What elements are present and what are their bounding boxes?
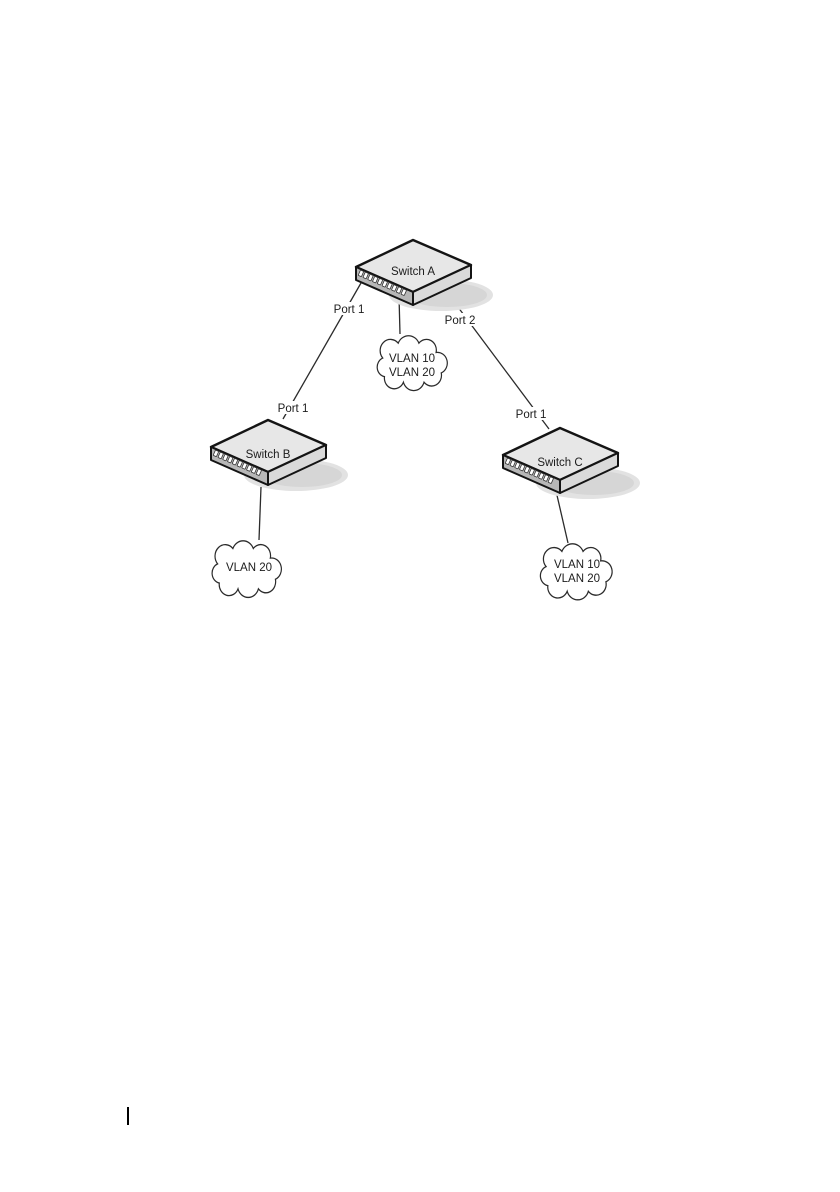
switch-c-port-1-label-bg — [511, 407, 551, 420]
switch-b-node: Switch B — [209, 418, 350, 493]
cloud-right-line1: VLAN 10 — [554, 559, 600, 571]
switch-a-label: Switch A — [391, 266, 435, 278]
switch-b-label: Switch B — [246, 449, 291, 461]
switch-a-port-2-text: Port 2 — [445, 315, 476, 327]
switch-a-port-2-label-bg — [440, 313, 480, 326]
switch-a-port-1-label-bg — [329, 302, 369, 315]
cloud-vlan10-vlan20-center: VLAN 10 VLAN 20 — [376, 335, 448, 392]
switch-a-port-2-label: Port 2 — [440, 313, 480, 327]
switch-c-port-1-label: Port 1 — [511, 407, 551, 421]
link-switch-b-to-cloud-left — [258, 486, 262, 541]
switch-b-port-1-label: Port 1 — [273, 401, 313, 415]
cloud-vlan10-vlan20-right: VLAN 10 VLAN 20 — [539, 543, 613, 601]
switch-c-port-1-text: Port 1 — [516, 409, 547, 421]
cloud-center-line1: VLAN 10 — [389, 353, 435, 365]
switch-b-port-1-text: Port 1 — [278, 403, 309, 415]
cloud-center-line2: VLAN 20 — [389, 367, 435, 379]
cloud-right-line2: VLAN 20 — [554, 573, 600, 585]
switch-c-label: Switch C — [537, 457, 582, 469]
cloud-left-line1: VLAN 20 — [226, 562, 272, 574]
switch-a-port-1-text: Port 1 — [334, 304, 365, 316]
switch-a-node: Switch A — [354, 238, 495, 313]
switch-a-port-1-label: Port 1 — [329, 302, 369, 316]
switch-c-node: Switch C — [501, 426, 642, 501]
switch-b-port-1-label-bg — [273, 401, 313, 414]
page-margin-marker — [127, 1107, 129, 1125]
link-switch-c-to-cloud-right — [555, 490, 569, 544]
cloud-vlan20-left: VLAN 20 — [211, 540, 283, 599]
